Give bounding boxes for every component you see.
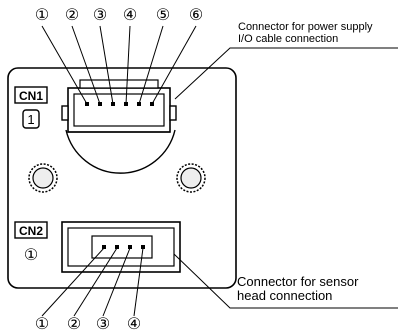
cn2-pin (141, 245, 145, 249)
cn2-pin-number: ① (35, 316, 49, 331)
cn2-callout: Connector for sensor head connection (237, 274, 359, 304)
cn1-pin-leader (99, 25, 114, 105)
cn2-pin (102, 245, 106, 249)
screw-left (28, 163, 58, 193)
cn2-pin-leader (102, 247, 131, 317)
cn1-pin1-mark: 1 (22, 109, 40, 129)
cn1-pin-number: ② (65, 7, 79, 24)
cn2-pin-number: ④ (127, 316, 141, 331)
cn1-pin-leader (151, 25, 197, 105)
cn1-callout-line-2: I/O cable connection (238, 33, 339, 46)
circular-cutout (65, 129, 176, 174)
cn1-callout: Connector for power supply I/O cable con… (238, 21, 373, 45)
cn2-pin (115, 245, 119, 249)
cn1-label-box: CN1 (14, 86, 48, 104)
cn1-pin-leader (138, 25, 164, 105)
cn1-pin-number: ④ (123, 7, 137, 24)
cn2-pin-leader (41, 247, 105, 317)
cn1-connector (61, 79, 177, 133)
cn2-callout-line-1: Connector for sensor (237, 274, 359, 289)
cn1-pin-number: ⑥ (189, 7, 203, 24)
cn1-pin-leader (71, 25, 101, 105)
cn2-pin-leader (133, 247, 144, 317)
screw-right (176, 163, 206, 193)
cn2-pin-leader (73, 247, 118, 317)
cn2-pin1-mark: ① (24, 247, 38, 264)
cn2-callout-leader (173, 253, 398, 309)
cn1-pin1-mark-text: 1 (27, 112, 34, 127)
cn1-pin-number: ③ (93, 7, 107, 24)
cn1-callout-line-1: Connector for power supply (238, 21, 373, 33)
cn1-pin-number: ① (35, 7, 49, 24)
cn2-pin (128, 245, 132, 249)
cn1-label: CN1 (19, 89, 43, 103)
cn2-connector (61, 221, 181, 273)
cn1-pin-number: ⑤ (156, 7, 170, 24)
cn1-callout-leader (174, 47, 398, 100)
cn2-pin-number: ② (67, 316, 81, 331)
cn2-label-box: CN2 (14, 221, 48, 239)
cn1-pin-leader (41, 25, 88, 105)
cn2-callout-line-2: head connection (237, 288, 333, 304)
cn2-label: CN2 (19, 224, 43, 238)
cn2-pin-number: ③ (96, 316, 110, 331)
cn1-pin-leader (125, 25, 131, 105)
